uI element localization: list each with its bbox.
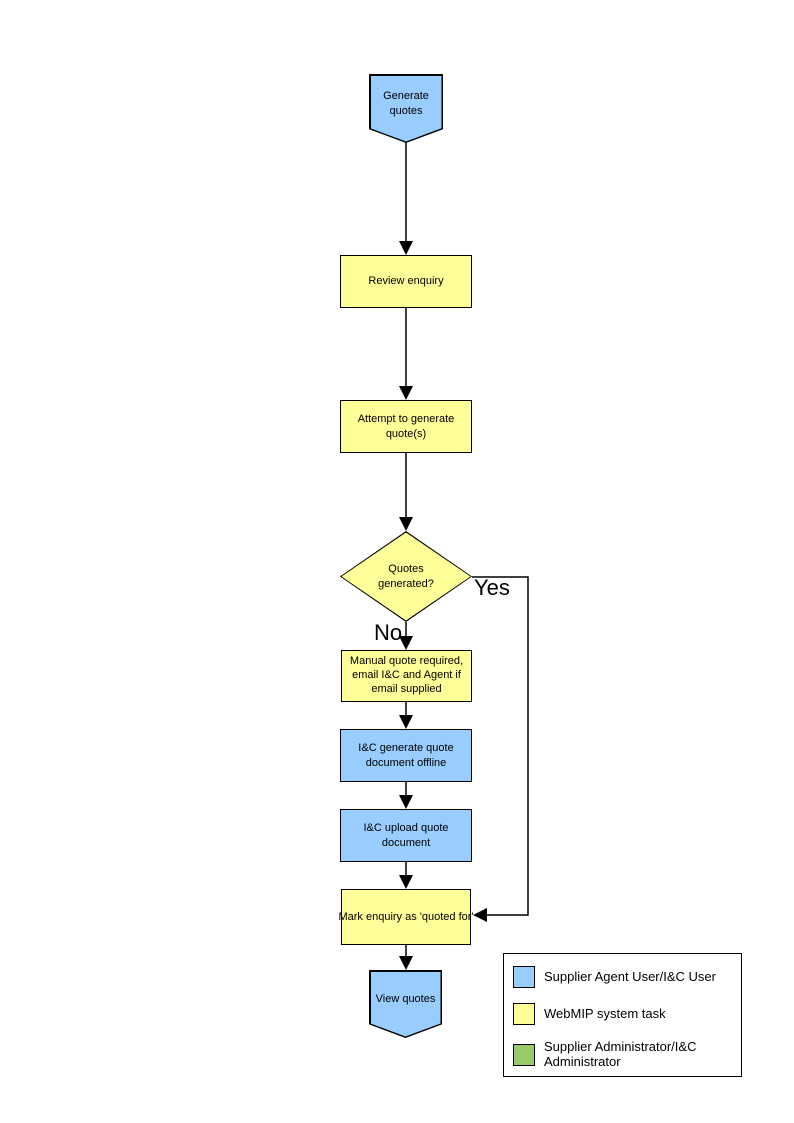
- edge-review-attempt: [399, 308, 413, 400]
- edge-manual-icgenerate: [399, 702, 413, 729]
- node-view-quotes-label: View quotes: [375, 992, 436, 1005]
- arrowhead-down-icon: [399, 956, 413, 970]
- arrowhead-left-icon: [473, 908, 487, 922]
- legend-label-supplier-agent-user: Supplier Agent User/I&C User: [544, 968, 716, 984]
- arrowhead-down-icon: [399, 241, 413, 255]
- node-generate-quotes-label: Generate quotes: [383, 90, 429, 117]
- node-ic-upload-quote: I&C upload quote document: [340, 809, 472, 862]
- node-manual-quote-required-label: Manual quote required, email I&C and Age…: [349, 655, 464, 695]
- arrowhead-down-icon: [399, 386, 413, 400]
- arrowhead-down-icon: [399, 715, 413, 729]
- legend-swatch-green: [513, 1043, 535, 1066]
- edge-start-review: [399, 142, 413, 255]
- node-view-quotes-fill: View quotes: [370, 971, 441, 1037]
- legend-item-supplier-administrator: Supplier Administrator/I&C Administrator: [513, 1039, 733, 1070]
- node-mark-enquiry-quoted-label: Mark enquiry as 'quoted for': [338, 910, 474, 923]
- node-mark-enquiry-quoted: Mark enquiry as 'quoted for': [338, 889, 474, 945]
- edge-mark-end: [399, 945, 413, 970]
- node-review-enquiry: Review enquiry: [340, 255, 472, 308]
- node-view-quotes: View quotes: [369, 970, 442, 1038]
- node-generate-quotes-fill: Generate quotes: [370, 75, 442, 142]
- legend-box: Supplier Agent User/I&C User WebMIP syst…: [503, 953, 742, 1077]
- node-generate-quotes: Generate quotes: [369, 74, 443, 143]
- arrowhead-down-icon: [399, 636, 413, 650]
- arrowhead-down-icon: [399, 517, 413, 531]
- legend-label-supplier-administrator: Supplier Administrator/I&C Administrator: [544, 1039, 697, 1069]
- edge-decision-manual-no: [399, 622, 413, 650]
- node-attempt-generate-label: Attempt to generate quote(s): [357, 413, 455, 440]
- legend-swatch-yellow: [513, 1003, 535, 1025]
- legend-swatch-blue: [513, 966, 535, 988]
- edge-label-yes: Yes: [474, 575, 510, 600]
- edge-attempt-decision: [399, 453, 413, 531]
- node-ic-upload-quote-label: I&C upload quote document: [363, 822, 449, 849]
- edge-icupload-mark: [399, 862, 413, 889]
- legend-item-supplier-agent-user: Supplier Agent User/I&C User: [513, 966, 733, 988]
- edge-icgenerate-icupload: [399, 782, 413, 809]
- legend-label-webmip-system-task: WebMIP system task: [544, 1005, 666, 1021]
- node-attempt-generate: Attempt to generate quote(s): [340, 400, 472, 453]
- edge-decision-mark-yes: [472, 576, 529, 922]
- node-quotes-generated-label: Quotes generated?: [378, 563, 434, 590]
- node-ic-generate-quote-label: I&C generate quote document offline: [358, 742, 454, 769]
- node-ic-generate-quote: I&C generate quote document offline: [340, 729, 472, 782]
- arrowhead-down-icon: [399, 795, 413, 809]
- legend-item-webmip-system-task: WebMIP system task: [513, 1003, 733, 1025]
- edge-label-no: No: [374, 620, 403, 645]
- node-manual-quote-required: Manual quote required, email I&C and Age…: [341, 650, 472, 702]
- arrowhead-down-icon: [399, 875, 413, 889]
- node-review-enquiry-label: Review enquiry: [368, 275, 444, 288]
